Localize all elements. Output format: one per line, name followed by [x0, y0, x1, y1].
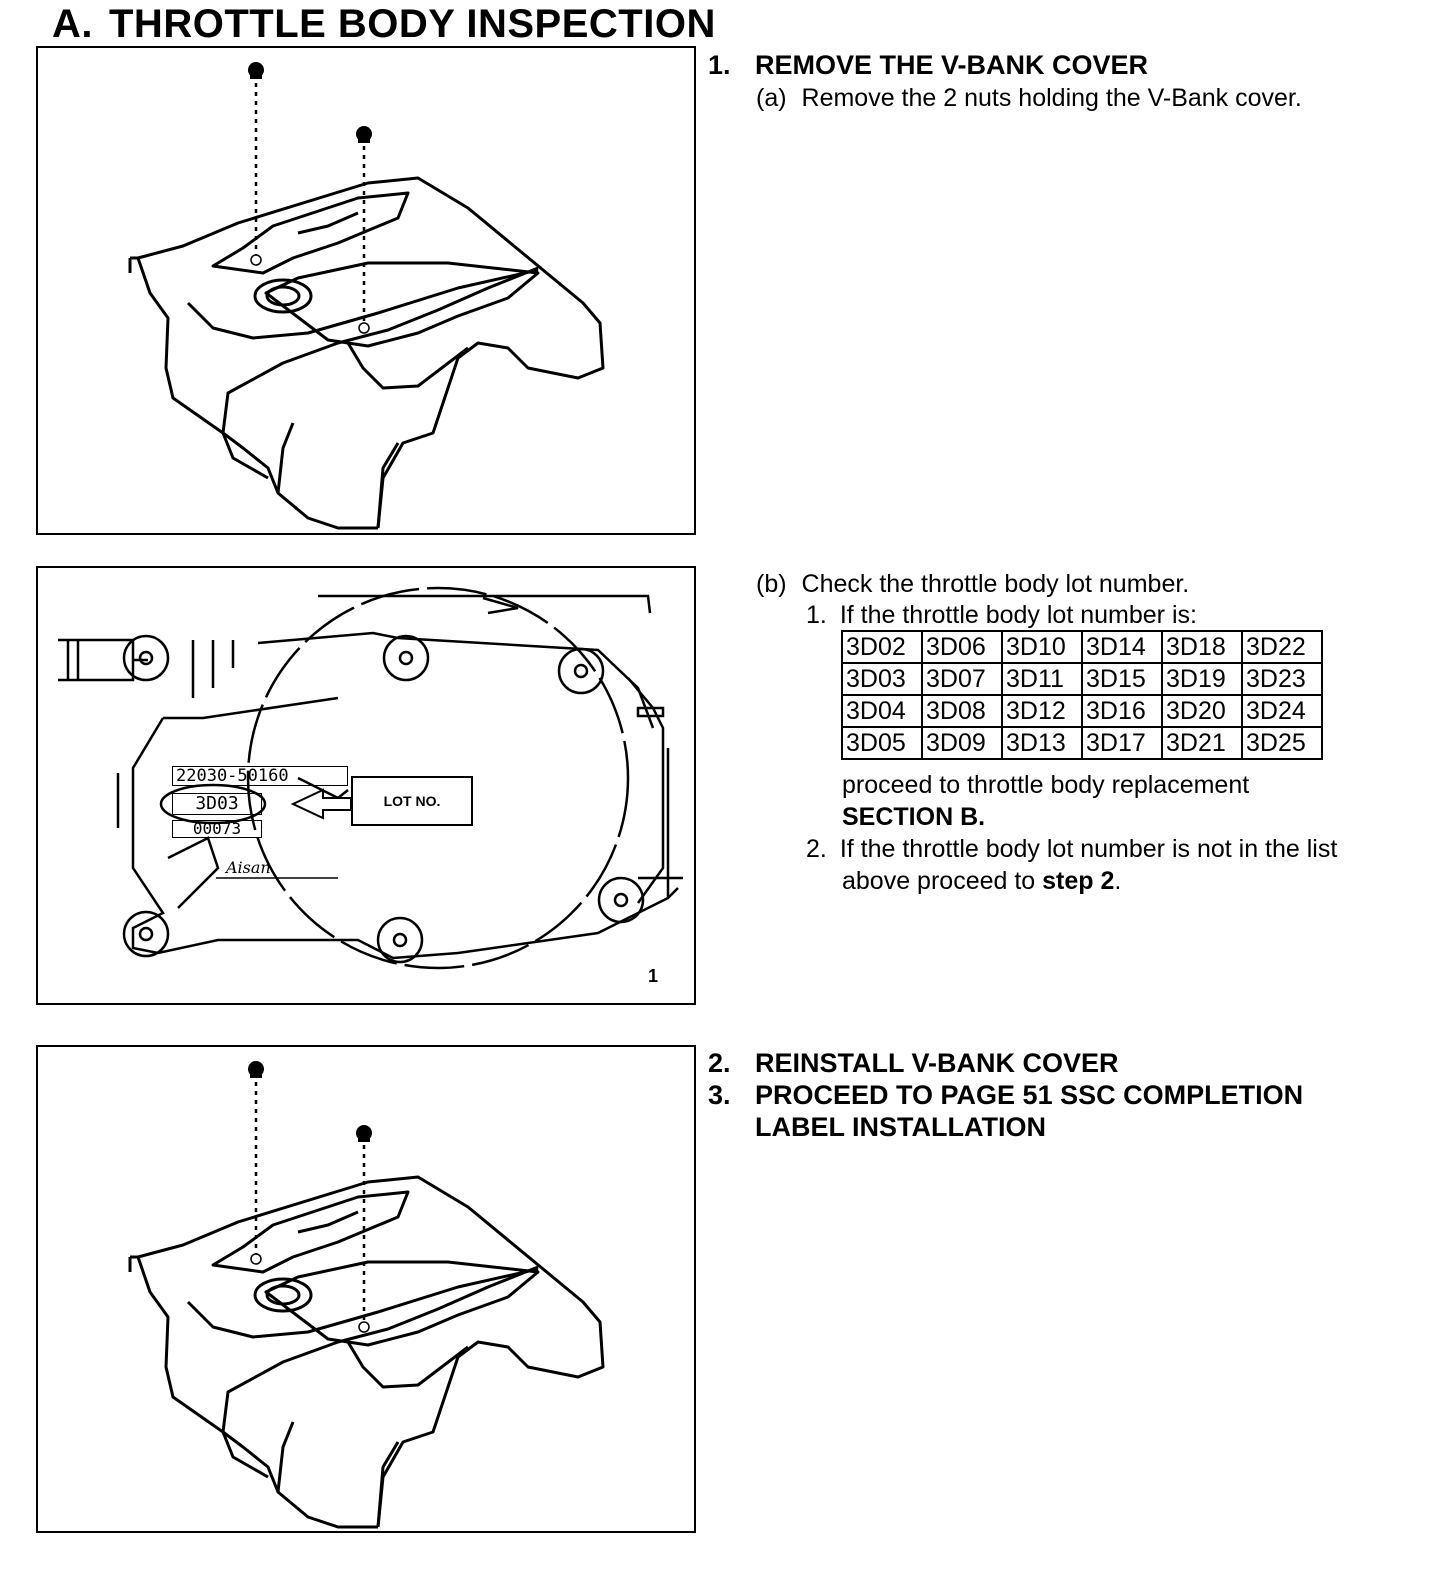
lot-table-cell: 3D12	[1001, 694, 1083, 728]
lot-table-cell: 3D22	[1241, 630, 1323, 664]
lot-number-label: 3D03	[172, 793, 262, 815]
step-2-number: 2.	[708, 1048, 731, 1078]
proceed-replacement-text: proceed to throttle body replacement	[842, 771, 1250, 799]
lot-table-cell: 3D21	[1161, 726, 1243, 760]
lot-table-cell: 3D03	[841, 662, 923, 696]
lot-check-item-2-continued: above proceed to step 2.	[842, 867, 1121, 896]
lot-table-cell: 3D15	[1081, 662, 1163, 696]
step-1b-text: Check the throttle body lot number.	[801, 570, 1190, 598]
lot-check-item-2-pre: above proceed to	[842, 867, 1043, 895]
vbank-cover-reinstall-drawing	[128, 1061, 605, 1529]
step-3-title-line1: PROCEED TO PAGE 51 SSC COMPLETION	[755, 1080, 1304, 1110]
step-3-title-line2: LABEL INSTALLATION	[755, 1112, 1046, 1142]
lot-table-cell: 3D14	[1081, 630, 1163, 664]
step-1-number: 1.	[708, 50, 731, 80]
lot-table-cell: 3D23	[1241, 662, 1323, 696]
lot-check-item-2: 2. If the throttle body lot number is no…	[806, 835, 1337, 864]
lot-check-item-2-text: If the throttle body lot number is not i…	[839, 835, 1338, 863]
lot-table-cell: 3D06	[921, 630, 1003, 664]
lot-check-item-2-post: .	[1114, 867, 1122, 895]
lot-check-item-1-text: If the throttle body lot number is:	[839, 601, 1197, 629]
step-1a: (a) Remove the 2 nuts holding the V-Bank…	[756, 84, 1302, 113]
part-number-label: 22030-50160	[172, 766, 348, 786]
lot-table-cell: 3D19	[1161, 662, 1243, 696]
lot-table-cell: 3D13	[1001, 726, 1083, 760]
throttle-body-drawing	[58, 586, 683, 970]
step-1a-label: (a)	[756, 84, 787, 112]
lot-check-item-1-number: 1.	[806, 601, 827, 629]
lot-table-cell: 3D25	[1241, 726, 1323, 760]
lot-table-cell: 3D20	[1161, 694, 1243, 728]
section-b-reference: SECTION B.	[842, 803, 986, 831]
section-heading: A. THROTTLE BODY INSPECTION	[52, 2, 716, 47]
lot-table-cell: 3D11	[1001, 662, 1083, 696]
step-3-number: 3.	[708, 1080, 731, 1110]
step-2-title: REINSTALL V-BANK COVER	[755, 1048, 1119, 1078]
lot-table-cell: 3D04	[841, 694, 923, 728]
lot-table-cell: 3D02	[841, 630, 923, 664]
step-1b: (b) Check the throttle body lot number.	[756, 570, 1189, 599]
lot-table-cell: 3D09	[921, 726, 1003, 760]
lot-check-item-2-number: 2.	[806, 835, 827, 863]
vbank-cover-removal-figure	[36, 46, 696, 535]
lot-table-cell: 3D10	[1001, 630, 1083, 664]
throttle-body-lot-figure: 22030-50160 3D03 00073 Aisan LOT NO. 1	[36, 566, 696, 1005]
lot-table-cell: 3D07	[921, 662, 1003, 696]
lot-table-cell: 3D05	[841, 726, 923, 760]
figure-number: 1	[647, 966, 658, 986]
lot-table-cell: 3D16	[1081, 694, 1163, 728]
lot-table-cell: 3D17	[1081, 726, 1163, 760]
lot-table-cell: 3D18	[1161, 630, 1243, 664]
step-1a-text: Remove the 2 nuts holding the V-Bank cov…	[801, 84, 1302, 112]
maker-script-mark: Aisan	[226, 858, 271, 877]
step-1b-label: (b)	[756, 570, 787, 598]
vbank-cover-drawing	[128, 62, 605, 530]
lot-no-callout: LOT NO.	[351, 776, 473, 826]
step-2-reference: step 2	[1042, 867, 1115, 895]
lot-table-cell: 3D08	[921, 694, 1003, 728]
step-1-title: REMOVE THE V-BANK COVER	[755, 50, 1149, 80]
section-title: THROTTLE BODY INSPECTION	[109, 2, 716, 46]
lot-table-cell: 3D24	[1241, 694, 1323, 728]
lot-check-item-1: 1. If the throttle body lot number is:	[806, 601, 1197, 630]
section-letter: A.	[52, 2, 93, 46]
serial-number-label: 00073	[172, 820, 262, 838]
vbank-cover-reinstall-figure	[36, 1045, 696, 1533]
